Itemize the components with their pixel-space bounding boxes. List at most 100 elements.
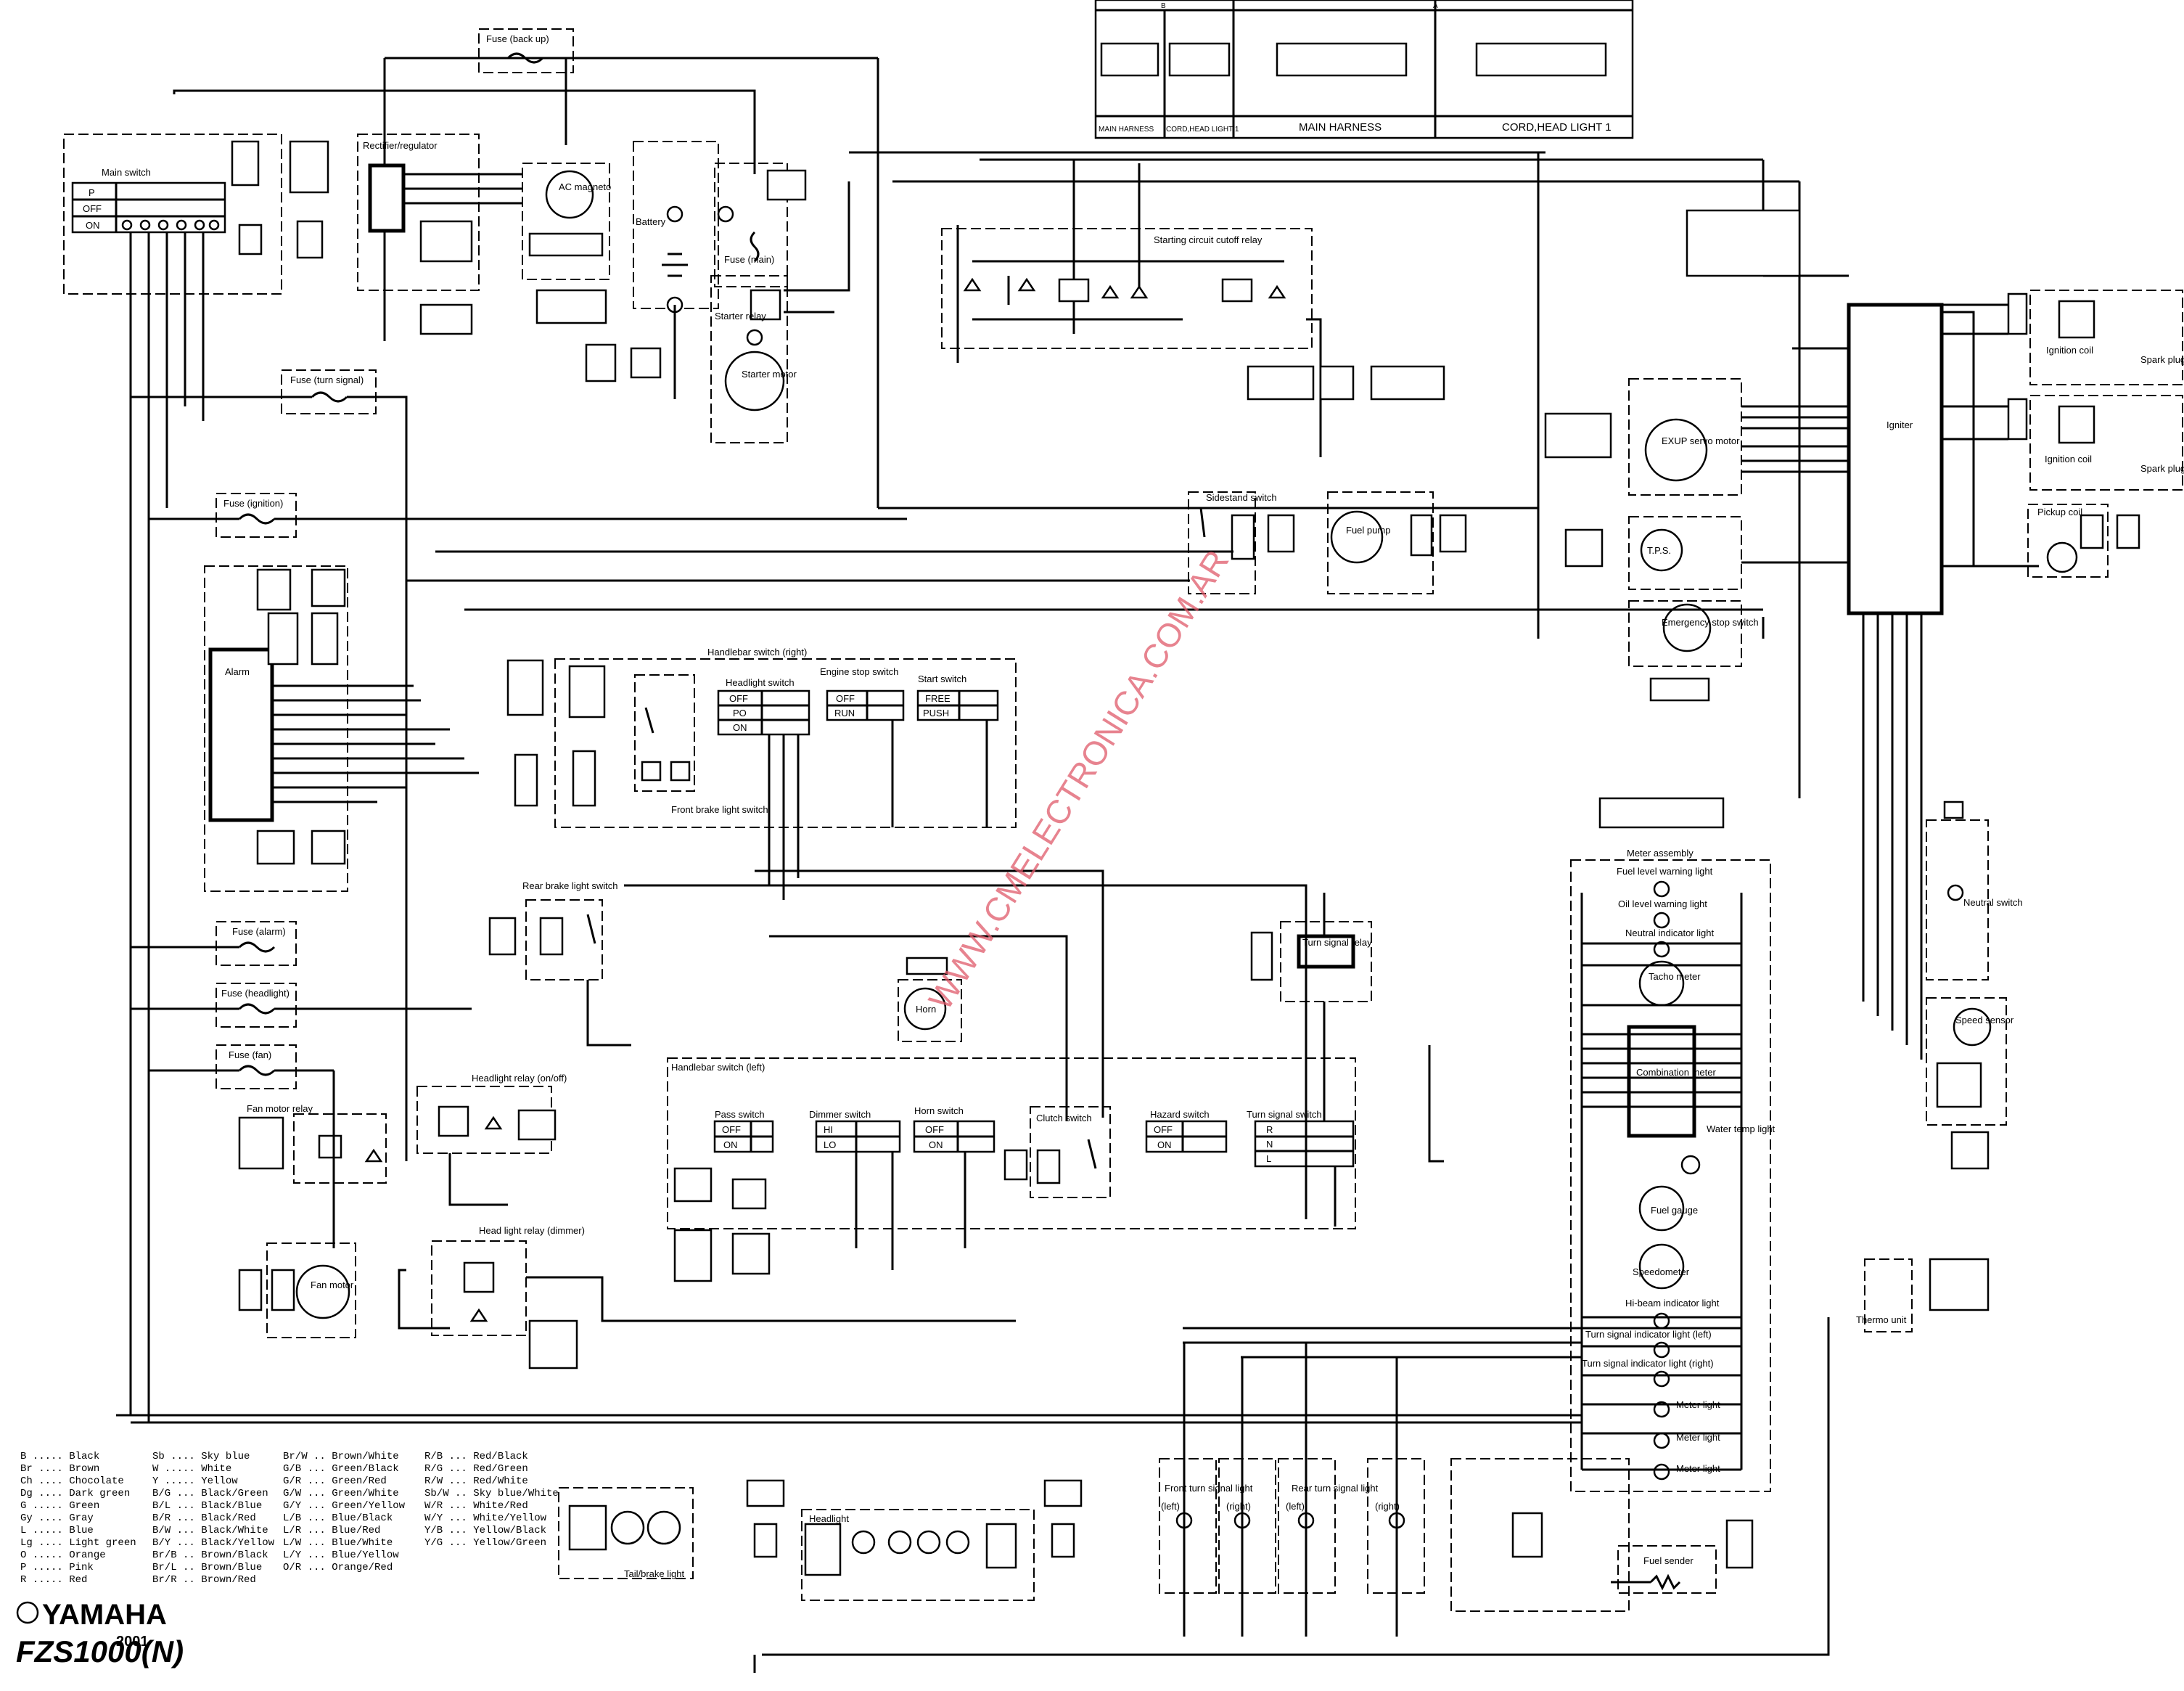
- horn-switch-label: Horn switch: [914, 1105, 964, 1116]
- legend-entry: B/W ... Black/White: [152, 1525, 268, 1536]
- legend-entry: Y/B ... Yellow/Black: [424, 1525, 546, 1536]
- legend-entry: G/W ... Green/White: [283, 1488, 399, 1499]
- rear-brake-switch: Rear brake light switch: [488, 880, 631, 1047]
- fan-relay-label: Fan motor relay: [247, 1103, 313, 1114]
- legend-entry: L ..... Blue: [20, 1525, 94, 1536]
- legend-entry: Ch .... Chocolate: [20, 1475, 124, 1487]
- rear-ts-left-label: (left): [1286, 1501, 1305, 1512]
- legend-entry: Sb .... Sky blue: [152, 1451, 250, 1462]
- legend-entry: Y ..... Yellow: [152, 1475, 238, 1487]
- fuse-main: Fuse (main): [714, 163, 807, 321]
- legend-entry: L/B ... Blue/Black: [283, 1512, 393, 1524]
- spark-plug-2-label: Spark plug: [2140, 463, 2184, 474]
- starter-motor-label: Starter motor: [742, 369, 797, 380]
- legend-entry: B/G ... Black/Green: [152, 1488, 268, 1499]
- oil-level-warning-label: Oil level warning light: [1618, 898, 1707, 909]
- turn-signal-switch-label: Turn signal switch: [1247, 1109, 1322, 1120]
- fuel-sender-label: Fuel sender: [1643, 1555, 1694, 1566]
- engine-stop-switch: Engine stop switch OFF RUN: [820, 666, 905, 721]
- clutch-switch-label: Clutch switch: [1036, 1113, 1092, 1123]
- emergency-stop-label: Emergency stop switch: [1662, 617, 1759, 628]
- meter-assembly-label: Meter assembly: [1627, 848, 1694, 859]
- legend-entry: O/R ... Orange/Red: [283, 1562, 393, 1573]
- pass-switch-label: Pass switch: [715, 1109, 765, 1120]
- neutral-indicator-label: Neutral indicator light: [1625, 928, 1715, 938]
- ignition-coil-2: Ignition coil Spark plug: [1942, 395, 2184, 491]
- starting-cutoff-connectors: [1247, 365, 1445, 401]
- battery-label: Battery: [636, 216, 666, 227]
- headlight-switch-label: Headlight switch: [726, 677, 795, 688]
- headlight-label: Headlight: [809, 1513, 849, 1524]
- head-light-relay-dimmer: Head light relay (dimmer): [398, 1225, 1016, 1369]
- legend-entry: L/R ... Blue/Red: [283, 1525, 380, 1536]
- legend-entry: R/W ... Red/White: [424, 1475, 528, 1487]
- start-switch-label: Start switch: [918, 673, 966, 684]
- tail-brake-light: Tail/brake light: [558, 1487, 694, 1579]
- hs-po: PO: [733, 708, 747, 718]
- igniter: Igniter: [1741, 274, 2039, 1060]
- exup-label: EXUP servo motor: [1662, 435, 1740, 446]
- turn-signal-relay: Turn signal relay: [1250, 893, 1372, 1121]
- legend-entry: L/Y ... Blue/Yellow: [283, 1549, 399, 1561]
- ss-free: FREE: [925, 693, 951, 704]
- legend-entry: R ..... Red: [20, 1574, 87, 1586]
- fuel-level-warning-label: Fuel level warning light: [1617, 866, 1713, 877]
- pickup-coil-label: Pickup coil: [2037, 507, 2082, 517]
- fuse-fan-label: Fuse (fan): [229, 1049, 271, 1060]
- front-ts-label: Front turn signal light: [1165, 1483, 1253, 1494]
- starter-relay: Starter relay Starter motor: [710, 181, 850, 443]
- model-title: FZS1000(N): [16, 1634, 184, 1669]
- fuel-sender: Fuel sender: [1450, 1458, 1754, 1612]
- tail-brake-label: Tail/brake light: [624, 1568, 684, 1579]
- ss-push: PUSH: [923, 708, 949, 718]
- dimmer-switch-label: Dimmer switch: [809, 1109, 871, 1120]
- igniter-label: Igniter: [1887, 419, 1913, 430]
- legend-entry: B ..... Black: [20, 1451, 99, 1462]
- main-switch-label: Main switch: [102, 167, 151, 178]
- front-ts-left-label: (left): [1161, 1501, 1180, 1512]
- legend-entry: Br/L .. Brown/Blue: [152, 1562, 262, 1573]
- rear-turn-signal-lights: Rear turn signal light (left) (right): [1278, 1343, 1425, 1637]
- thermo-unit: Thermo unit: [1856, 1258, 1990, 1332]
- hazard-switch: Hazard switch OFF ON: [1145, 1109, 1228, 1153]
- alarm-label: Alarm: [225, 666, 250, 677]
- model-year: 2001: [116, 1634, 149, 1650]
- legend-entry: B/R ... Black/Red: [152, 1512, 256, 1524]
- legend-entry: P ..... Pink: [20, 1562, 94, 1573]
- meter-assembly: Meter assembly Fuel level warning light …: [1570, 797, 1775, 1492]
- legend-entry: G/B ... Green/Black: [283, 1463, 399, 1475]
- main-switch-on: ON: [86, 220, 100, 231]
- pass-switch: Pass switch OFF ON: [713, 1109, 774, 1153]
- legend-entry: Sb/W .. Sky blue/White: [424, 1488, 559, 1499]
- hs-off: OFF: [729, 693, 748, 704]
- spark-plug-1-label: Spark plug: [2140, 354, 2184, 365]
- legend-entry: Br/W .. Brown/White: [283, 1451, 399, 1462]
- hos-on: ON: [929, 1139, 943, 1150]
- legend-entry: W/Y ... White/Yellow: [424, 1512, 547, 1524]
- hazard-switch-label: Hazard switch: [1150, 1109, 1210, 1120]
- starting-cutoff-label: Starting circuit cutoff relay: [1154, 234, 1263, 245]
- sidestand-label: Sidestand switch: [1206, 492, 1277, 503]
- igniter-connector: [1686, 209, 1801, 277]
- legend-entry: L/W ... Blue/White: [283, 1537, 393, 1549]
- fuse-main-label: Fuse (main): [724, 254, 774, 265]
- main-switch: Main switch P OFF ON: [63, 134, 329, 1422]
- fuse-backup: Fuse (back up): [478, 28, 574, 73]
- legend-entry: B/L ... Black/Blue: [152, 1500, 262, 1512]
- fan-motor-relay: Fan motor relay: [238, 1070, 387, 1248]
- battery-group: Battery: [585, 141, 719, 399]
- headlight-relay-onoff: Headlight relay (on/off): [416, 1073, 567, 1206]
- ps-off: OFF: [722, 1124, 741, 1135]
- handlebar-switch-left: Handlebar switch (left) Pass switch OFF …: [667, 1057, 1356, 1282]
- neutral-switch: Neutral switch: [1926, 801, 2023, 980]
- hibeam-label: Hi-beam indicator light: [1625, 1298, 1720, 1309]
- fuel-pump: Fuel pump: [1327, 491, 1467, 594]
- horn-switch: Horn switch OFF ON: [913, 1105, 995, 1153]
- engine-stop-label: Engine stop switch: [820, 666, 898, 677]
- ac-magneto-label: AC magneto: [559, 181, 611, 192]
- legend-entry: Br .... Brown: [20, 1463, 99, 1475]
- fuel-gauge-label: Fuel gauge: [1651, 1205, 1698, 1216]
- legend-entry: Br/B .. Brown/Black: [152, 1549, 268, 1561]
- es-off: OFF: [836, 693, 855, 704]
